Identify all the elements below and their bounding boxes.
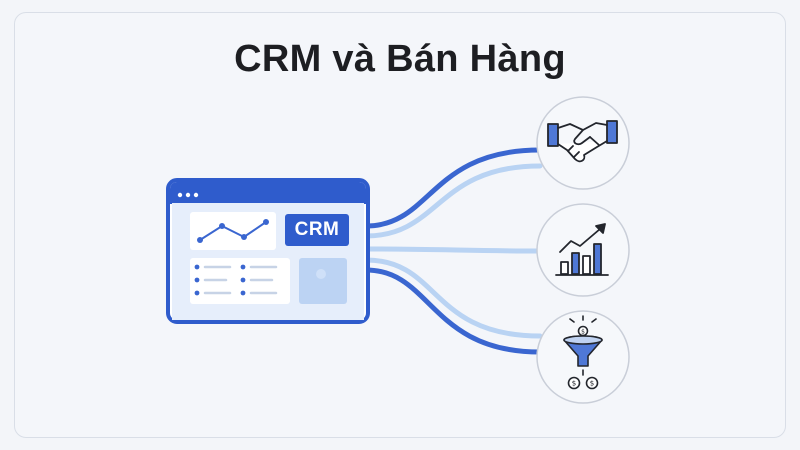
connector-line-3-dark xyxy=(363,267,543,355)
sales-funnel-icon xyxy=(563,315,603,390)
window-dot-3 xyxy=(193,192,199,198)
funnel-circle: $ $ $ xyxy=(536,310,630,404)
handshake-icon xyxy=(547,120,618,163)
window-dot-2 xyxy=(185,192,191,198)
image-placeholder xyxy=(299,258,347,304)
window-dot-1 xyxy=(177,192,183,198)
growth-chart-icon xyxy=(555,223,609,276)
diagram-frame xyxy=(14,12,786,438)
connector-line-3-light xyxy=(363,257,543,339)
connection-lines xyxy=(363,147,543,355)
svg-text:$: $ xyxy=(581,329,585,336)
growth-circle xyxy=(536,203,630,297)
svg-text:$: $ xyxy=(572,380,576,388)
page-title: CRM và Bán Hàng xyxy=(234,38,566,80)
connector-line-2-light xyxy=(363,246,543,254)
crm-badge-label: CRM xyxy=(294,219,340,240)
svg-text:$: $ xyxy=(590,380,594,388)
mini-line-chart xyxy=(199,221,267,241)
connector-line-1-dark xyxy=(363,147,543,229)
crm-badge xyxy=(285,214,349,246)
handshake-circle xyxy=(536,96,630,190)
connector-line-1-light xyxy=(363,163,543,239)
crm-dashboard-window xyxy=(166,178,370,324)
